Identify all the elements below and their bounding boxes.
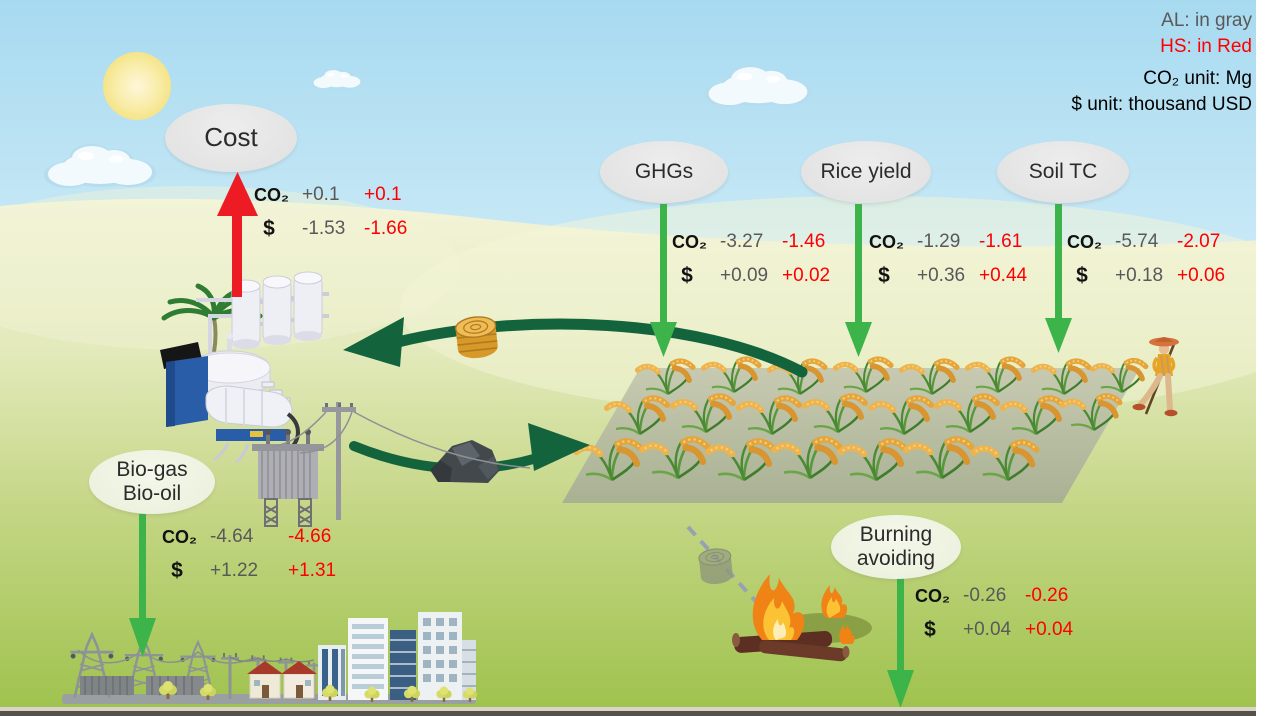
- legend-al: AL: in gray: [1161, 10, 1252, 31]
- cost-usd-hs: -1.66: [364, 218, 408, 239]
- node-cost-label: Cost: [204, 122, 258, 153]
- biochar-rocks-icon: [430, 440, 500, 483]
- biogas-usd-al: +1.22: [210, 560, 259, 581]
- biorefinery-plant: [160, 271, 531, 527]
- biogas-co2-al: -4.64: [210, 526, 254, 547]
- usd-label: $: [681, 264, 693, 287]
- storage-tanks: [231, 271, 329, 349]
- houses: [247, 661, 317, 699]
- soil-tc-arrow: [1045, 204, 1072, 353]
- usd-label: $: [1076, 264, 1088, 287]
- ghgs-co2-hs: -1.46: [782, 231, 826, 252]
- node-rice-yield: Rice yield: [801, 141, 931, 203]
- biogas-values: CO₂ -4.64 -4.66 $ +1.22 +1.31: [162, 526, 336, 582]
- soil-co2-al: -5.74: [1115, 231, 1159, 252]
- node-ghgs: GHGs: [600, 141, 728, 203]
- digester-dome: [189, 333, 291, 404]
- ghgs-values: CO₂ -3.27 -1.46 $ +0.09 +0.02: [672, 231, 830, 287]
- biomass-recycle-arrows: [343, 317, 808, 474]
- usd-label: $: [924, 618, 936, 641]
- node-soil-tc-label: Soil TC: [1028, 159, 1098, 183]
- usd-label: $: [171, 559, 183, 582]
- soil-co2-hs: -2.07: [1177, 231, 1221, 252]
- ghost-straw-bale-icon: [698, 548, 733, 585]
- rice-yield-values: CO₂ -1.29 -1.61 $ +0.36 +0.44: [869, 231, 1027, 287]
- co2-label: CO₂: [672, 231, 707, 252]
- transformer: [252, 429, 324, 527]
- farmer-figure: [1132, 337, 1179, 417]
- straw-burning-fire: [732, 574, 872, 662]
- biogas-usd-hs: +1.31: [288, 560, 337, 581]
- rice-co2-hs: -1.61: [979, 231, 1023, 252]
- legend-co2-unit: CO₂ unit: Mg: [1143, 68, 1252, 89]
- rice-yield-arrow: [845, 204, 872, 357]
- ghgs-arrow: [650, 204, 677, 357]
- rice-usd-al: +0.36: [917, 265, 966, 286]
- legend-hs: HS: in Red: [1160, 36, 1252, 57]
- legend-usd-unit: $ unit: thousand USD: [1071, 94, 1252, 115]
- sun-icon: [103, 52, 171, 120]
- cost-co2-hs: +0.1: [364, 184, 402, 205]
- ghgs-usd-hs: +0.02: [782, 265, 831, 286]
- co2-label: CO₂: [869, 231, 904, 252]
- cost-co2-al: +0.1: [302, 184, 340, 205]
- node-biogas-label2: Bio-oil: [122, 482, 182, 505]
- city-and-power-grid: [62, 612, 478, 704]
- co2-label: CO₂: [915, 585, 950, 606]
- node-cost: Cost: [165, 104, 297, 172]
- co2-label: CO₂: [254, 184, 289, 205]
- cost-arrow: [217, 172, 258, 297]
- node-burning: Burning avoiding: [831, 515, 961, 579]
- usd-label: $: [878, 264, 890, 287]
- biogas-co2-hs: -4.66: [288, 526, 332, 547]
- node-biogas: Bio-gas Bio-oil: [89, 450, 215, 514]
- legend: AL: in gray HS: in Red CO₂ unit: Mg $ un…: [1071, 8, 1252, 118]
- node-biogas-label1: Bio-gas: [116, 457, 188, 481]
- usd-label: $: [263, 217, 275, 240]
- node-burning-label1: Burning: [859, 522, 933, 546]
- soil-usd-hs: +0.06: [1177, 265, 1226, 286]
- burning-co2-hs: -0.26: [1025, 585, 1069, 606]
- node-soil-tc: Soil TC: [997, 141, 1129, 203]
- burning-values: CO₂ -0.26 -0.26 $ +0.04 +0.04: [915, 585, 1073, 641]
- burning-usd-hs: +0.04: [1025, 619, 1074, 640]
- co2-label: CO₂: [1067, 231, 1102, 252]
- rice-paddy-field: [562, 359, 1146, 503]
- node-burning-label2: avoiding: [856, 547, 936, 570]
- biogas-arrow: [129, 514, 156, 657]
- soil-usd-al: +0.18: [1115, 265, 1164, 286]
- rice-co2-al: -1.29: [917, 231, 961, 252]
- burning-arrow: [887, 578, 914, 708]
- soil-tc-values: CO₂ -5.74 -2.07 $ +0.18 +0.06: [1067, 231, 1225, 287]
- node-rice-yield-label: Rice yield: [820, 159, 912, 183]
- burning-usd-al: +0.04: [963, 619, 1012, 640]
- burning-co2-al: -0.26: [963, 585, 1007, 606]
- rice-usd-hs: +0.44: [979, 265, 1028, 286]
- power-pole: [271, 402, 531, 520]
- ghgs-co2-al: -3.27: [720, 231, 764, 252]
- node-ghgs-label: GHGs: [634, 159, 694, 183]
- feed-hopper: [160, 342, 208, 427]
- straw-bale-icon: [455, 316, 498, 359]
- co2-label: CO₂: [162, 526, 197, 547]
- buildings: [318, 612, 476, 700]
- ghgs-usd-al: +0.09: [720, 265, 769, 286]
- cost-usd-al: -1.53: [302, 218, 346, 239]
- cost-values: CO₂ +0.1 +0.1 $ -1.53 -1.66: [254, 184, 407, 240]
